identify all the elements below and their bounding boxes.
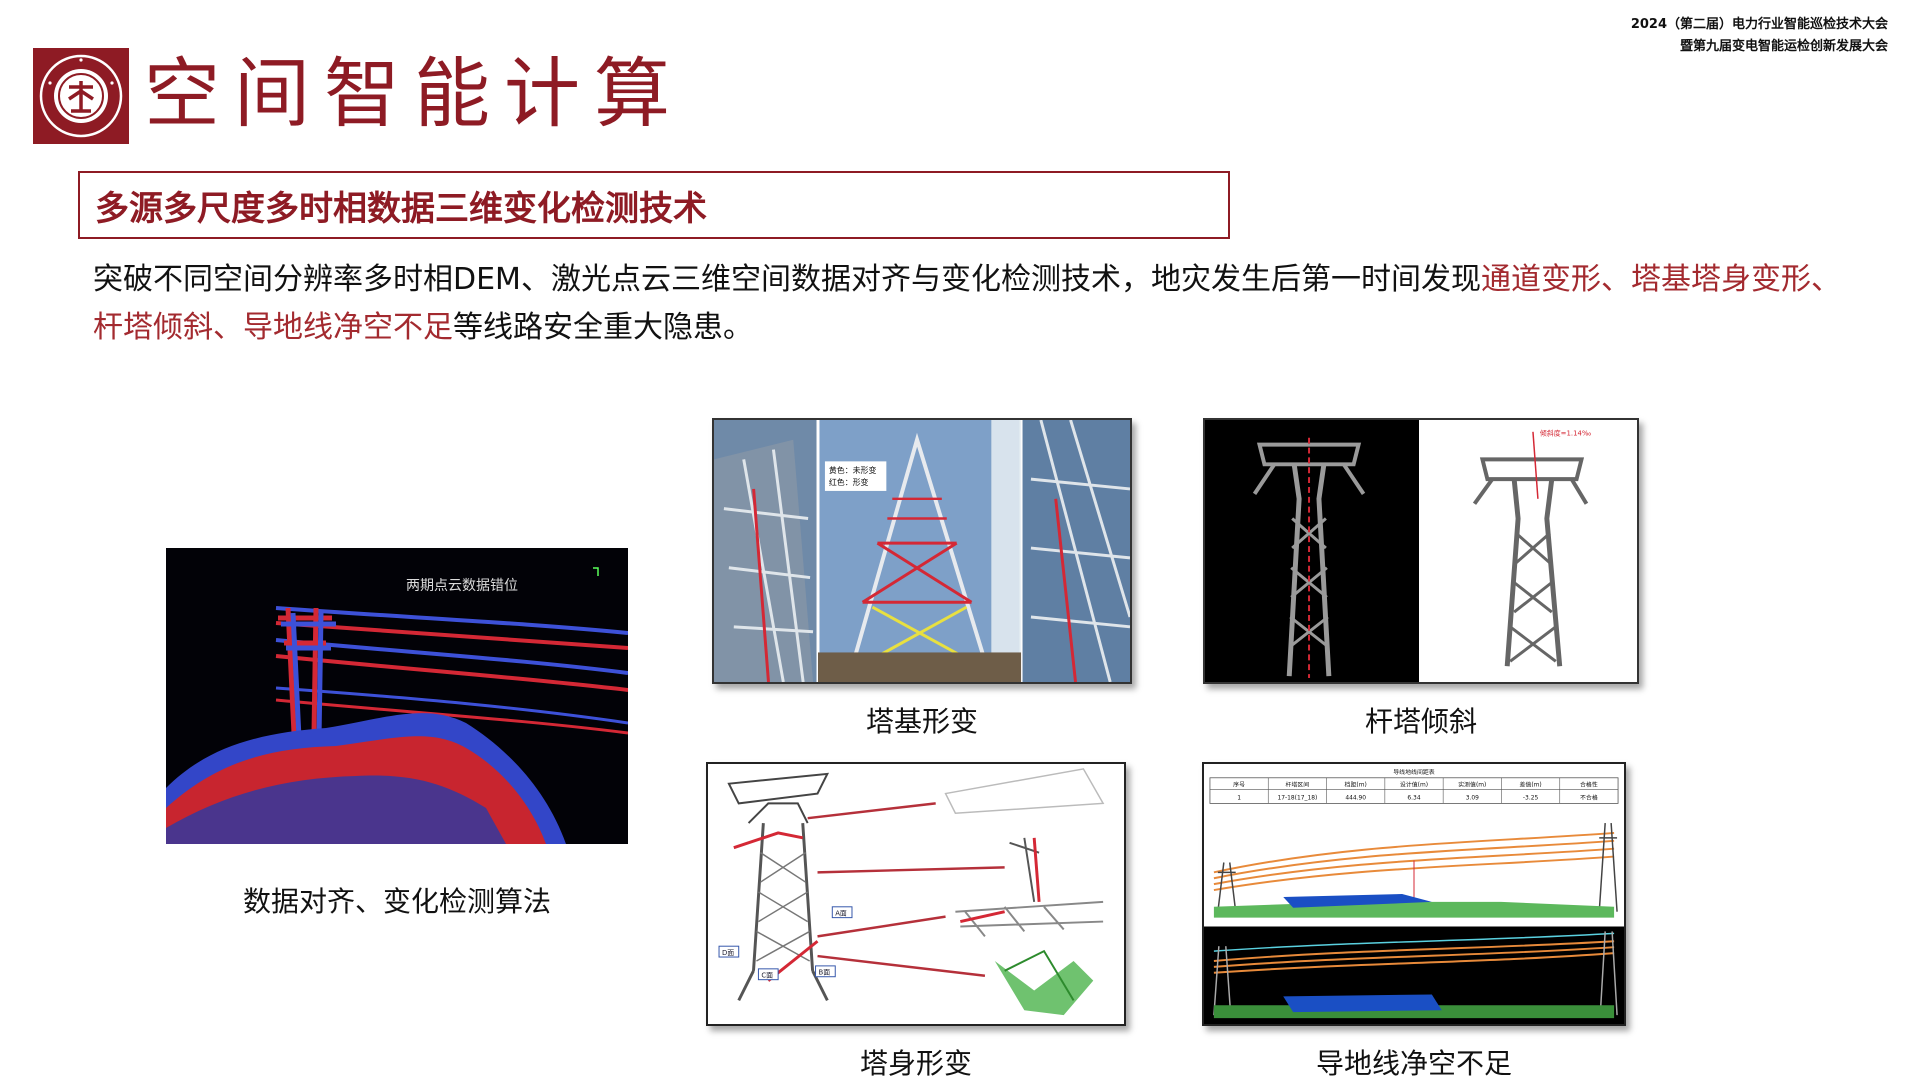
- pointcloud-overlay-label: 两期点云数据错位: [406, 578, 518, 594]
- pointcloud-image: 两期点云数据错位: [166, 548, 628, 844]
- table-header-cell: 合格性: [1580, 781, 1598, 789]
- table-data-cell: 6.34: [1407, 795, 1420, 801]
- base-deform-image: 黄色：未形变 红色：形变: [714, 420, 1130, 682]
- table-data-cell: 3.09: [1466, 795, 1479, 801]
- table-header-cell: 差值(m): [1519, 781, 1541, 789]
- pointcloud-caption: 数据对齐、变化检测算法: [242, 885, 551, 918]
- table-data-cell: -3.25: [1523, 795, 1539, 801]
- university-seal-icon: [39, 54, 123, 138]
- table-data-cell: 1: [1237, 795, 1241, 801]
- brand-title: 空间智能计算: [144, 49, 684, 138]
- face-label-c: C面: [761, 972, 773, 980]
- tilt-figure: 倾斜度=1.14‰: [1203, 418, 1639, 684]
- clearance-image: 导线地线间距表 序号 1 杆塔区间 17-18(17_18) 档距(m) 444.90 设计…: [1204, 764, 1624, 1024]
- pointcloud-figure: 两期点云数据错位: [166, 548, 628, 844]
- table-data-cell: 444.90: [1345, 795, 1366, 801]
- body-deform-figure: A面 B面 C面 D面: [706, 762, 1126, 1026]
- legend-red: 红色：形变: [829, 477, 869, 487]
- base-deform-figure: 黄色：未形变 红色：形变: [712, 418, 1132, 684]
- clearance-figure: 导线地线间距表 序号 1 杆塔区间 17-18(17_18) 档距(m) 444.90 设计…: [1202, 762, 1626, 1026]
- face-label-d: D面: [722, 949, 734, 957]
- face-label-a: A面: [835, 910, 847, 918]
- table-header-cell: 档距(m): [1345, 781, 1367, 789]
- svg-text:倾斜度=1.14‰: 倾斜度=1.14‰: [1540, 429, 1591, 438]
- tilt-image: 倾斜度=1.14‰: [1205, 420, 1637, 682]
- description-highlight: 通道变形、塔基塔身变形、杆塔倾斜、导地线净空不足: [93, 262, 1841, 345]
- table-header-cell: 实测值(m): [1458, 781, 1486, 789]
- clearance-caption: 导地线净空不足: [1315, 1047, 1512, 1080]
- body-deform-image: A面 B面 C面 D面: [709, 764, 1123, 1024]
- table-title: 导线地线间距表: [1393, 768, 1435, 776]
- table-header-cell: 杆塔区间: [1286, 781, 1310, 789]
- description-tail: 等线路安全重大隐患。: [453, 310, 753, 345]
- table-data-cell: 17-18(17_18): [1277, 795, 1317, 801]
- section-heading-box: 多源多尺度多时相数据三维变化检测技术: [78, 171, 1230, 239]
- section-heading: 多源多尺度多时相数据三维变化检测技术: [95, 188, 707, 229]
- conference-line-1: 2024（第二届）电力行业智能巡检技术大会: [1630, 17, 1888, 32]
- section-description: 突破不同空间分辨率多时相DEM、激光点云三维空间数据对齐与变化检测技术，地灾发生…: [93, 256, 1853, 352]
- conference-line-2: 暨第九届变电智能运检创新发展大会: [1679, 39, 1888, 54]
- table-header-cell: 设计值(m): [1400, 781, 1428, 789]
- tilt-caption: 杆塔倾斜: [1364, 705, 1477, 738]
- body-deform-caption: 塔身形变: [859, 1047, 972, 1080]
- table-data-cell: 不合格: [1580, 793, 1598, 801]
- table-header-cell: 序号: [1233, 781, 1245, 789]
- face-label-b: B面: [819, 969, 831, 977]
- legend-yellow: 黄色：未形变: [829, 465, 877, 475]
- conference-info: 2024（第二届）电力行业智能巡检技术大会 暨第九届变电智能运检创新发展大会: [1631, 14, 1888, 58]
- base-deform-caption: 塔基形变: [865, 705, 978, 738]
- university-logo: [33, 48, 129, 144]
- description-text: 突破不同空间分辨率多时相DEM、激光点云三维空间数据对齐与变化检测技术，地灾发生…: [93, 262, 1481, 297]
